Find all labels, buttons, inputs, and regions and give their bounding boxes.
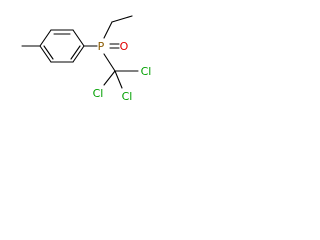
carbon-chlorine-bond xyxy=(114,70,123,89)
benzene-ring xyxy=(39,29,85,63)
phosphorus-atom-label: P xyxy=(98,40,105,53)
ring-bond xyxy=(72,45,85,63)
ring-bond xyxy=(39,29,52,47)
carbon-chlorine-bond xyxy=(103,70,116,86)
chlorine-atom-label: Cl xyxy=(93,87,104,100)
ring-double-bond xyxy=(43,45,54,60)
chemical-structure-diagram: P O Cl Cl Cl xyxy=(21,15,152,103)
chlorine-atom-label: Cl xyxy=(122,90,133,103)
ring-bond xyxy=(72,29,85,47)
ethyl-bond xyxy=(103,21,113,39)
phosphorus-carbon-bond xyxy=(103,53,116,72)
ethyl-bond xyxy=(111,15,133,23)
ring-double-bond xyxy=(70,45,81,60)
oxygen-atom-label: O xyxy=(120,40,129,53)
chlorine-atom-label: Cl xyxy=(141,65,152,78)
ring-bond xyxy=(39,45,52,63)
